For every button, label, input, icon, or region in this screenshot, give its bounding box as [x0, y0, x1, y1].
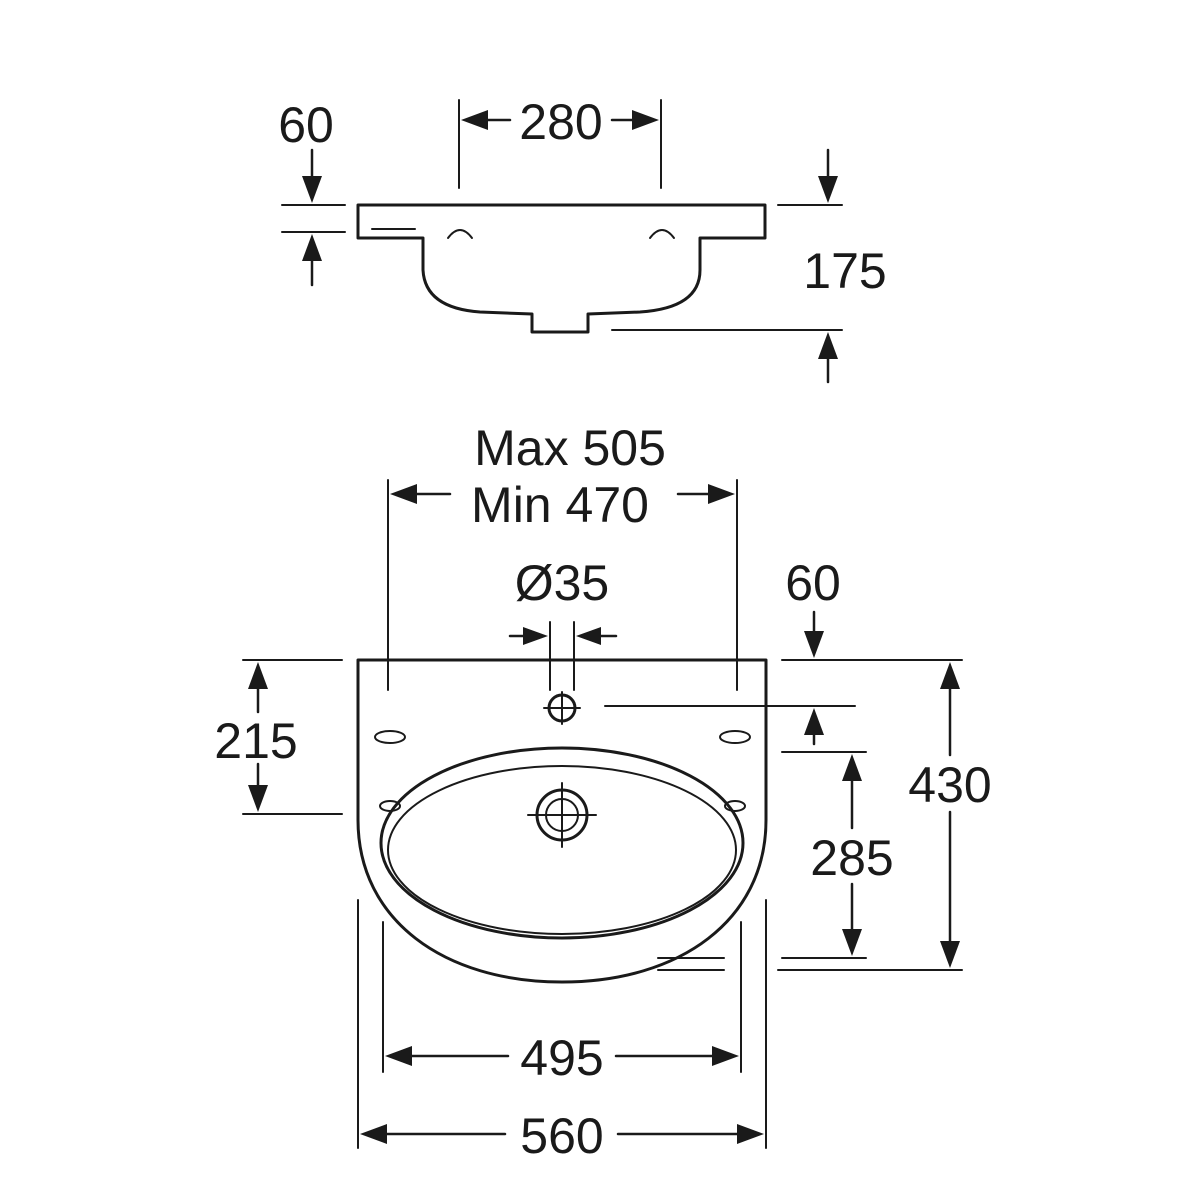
dim-560-arrow-right	[737, 1124, 764, 1144]
dim-rim-60-label: 60	[278, 97, 334, 153]
dim-430-label: 430	[908, 757, 991, 813]
side-view-tap-hole-right	[649, 229, 675, 239]
dim-215-arrow-down	[248, 785, 268, 812]
dim-tap-arrow-right	[576, 627, 601, 645]
dim-285-label: 285	[810, 830, 893, 886]
mounting-slot-lower-right	[724, 800, 746, 812]
dim-offset-arrow-up	[804, 708, 824, 735]
side-view-tap-hole-left	[447, 229, 473, 239]
dim-430-arrow-up	[940, 662, 960, 689]
dim-280-arrow-right	[632, 110, 659, 130]
dim-495-arrow-left	[385, 1046, 412, 1066]
tap-hole-icon	[543, 691, 581, 725]
dim-width-arrow-right	[708, 484, 735, 504]
top-view-bowl-inner	[387, 765, 737, 935]
dim-175-arrow-up	[818, 332, 838, 359]
dim-560-label: 560	[520, 1108, 603, 1164]
dim-rim-arrow-down	[302, 176, 322, 203]
dim-tap-hole-label: Ø35	[515, 555, 610, 611]
dim-215-label: 215	[214, 713, 297, 769]
top-view-outline	[356, 658, 768, 984]
top-view: Max 505 Min 470 Ø35 60 215	[214, 420, 991, 1164]
dim-560-arrow-left	[360, 1124, 387, 1144]
dim-min-label: Min 470	[471, 477, 649, 533]
top-view-bowl-outer	[379, 746, 745, 940]
dim-495-label: 495	[520, 1030, 603, 1086]
side-view: 280 60 175	[278, 94, 887, 384]
dim-rim-arrow-up	[302, 234, 322, 261]
dim-280-arrow-left	[461, 110, 488, 130]
dim-430-arrow-down	[940, 941, 960, 968]
dim-175-label: 175	[803, 243, 886, 299]
mounting-slot-lower-left	[379, 800, 401, 812]
mounting-slot-right	[719, 730, 751, 744]
dim-285-arrow-down	[842, 929, 862, 956]
dim-tap-offset-label: 60	[785, 555, 841, 611]
dim-175-arrow-down	[818, 176, 838, 203]
dim-tap-arrow-left	[523, 627, 548, 645]
dim-285-arrow-up	[842, 754, 862, 781]
dim-280-label: 280	[519, 94, 602, 150]
dim-495-arrow-right	[712, 1046, 739, 1066]
dim-max-label: Max 505	[474, 420, 666, 476]
dim-width-arrow-left	[390, 484, 417, 504]
dim-215-arrow-up	[248, 662, 268, 689]
drain-icon	[527, 782, 597, 848]
dim-offset-arrow-down	[804, 631, 824, 658]
side-view-outline	[356, 203, 767, 334]
mounting-slot-left	[374, 730, 406, 744]
